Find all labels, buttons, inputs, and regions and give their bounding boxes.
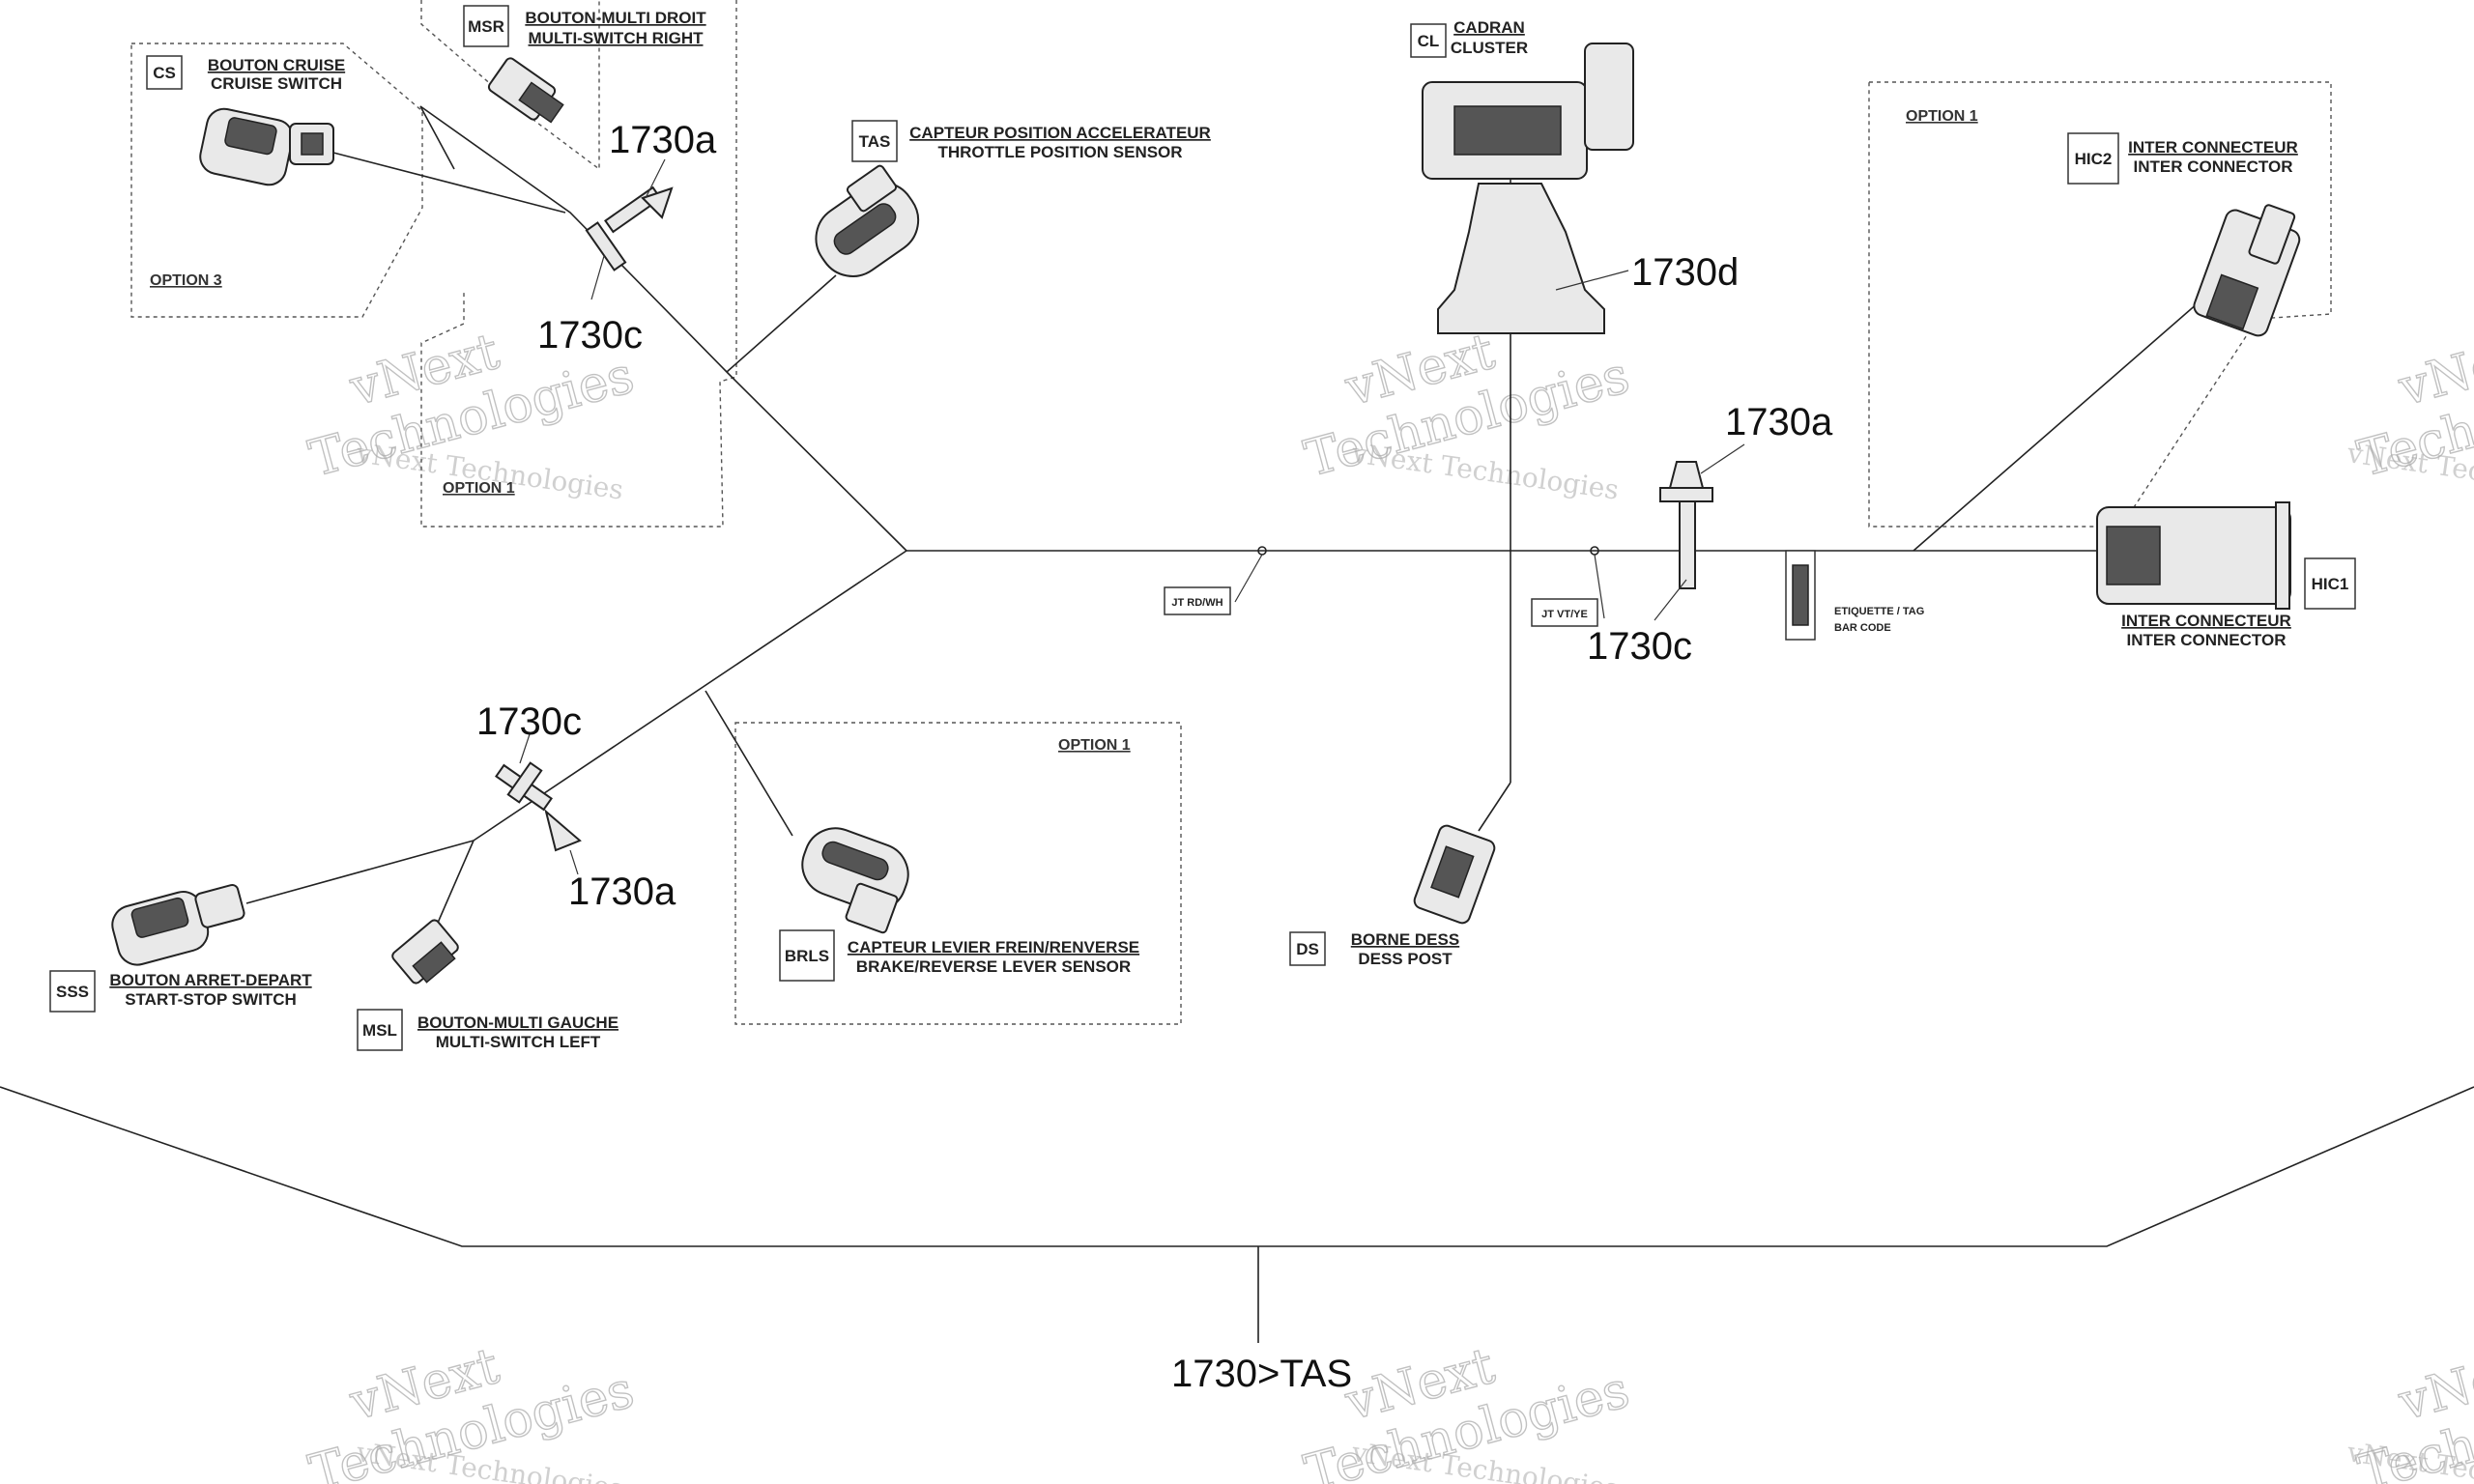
ref-1730a-low: 1730a xyxy=(568,870,676,913)
dess-post-icon xyxy=(1413,824,1496,925)
tas-label: TAS CAPTEUR POSITION ACCELERATEUR THROTT… xyxy=(851,120,1211,162)
reference-leaders xyxy=(519,158,1745,875)
svg-text:JT RD/WH: JT RD/WH xyxy=(1171,597,1223,609)
svg-text:HIC1: HIC1 xyxy=(2312,575,2349,593)
svg-text:INTER CONNECTEUR: INTER CONNECTEUR xyxy=(2121,612,2291,630)
sss-label: SSS BOUTON ARRET-DEPART START-STOP SWITC… xyxy=(49,970,312,1013)
svg-text:INTER CONNECTEUR: INTER CONNECTEUR xyxy=(2128,138,2298,157)
hic1-label: HIC1 INTER CONNECTEUR INTER CONNECTOR xyxy=(2121,557,2356,649)
brls-label: BRLS CAPTEUR LEVIER FREIN/RENVERSE BRAKE… xyxy=(779,929,1139,982)
junction-label-vtye: JT VT/YE xyxy=(1531,598,1598,627)
watermark: vNext Technologies vNext Technologies vN… xyxy=(302,322,2474,1484)
cs-label: CS BOUTON CRUISE CRUISE SWITCH xyxy=(146,55,345,93)
hic1-connector-icon xyxy=(2096,501,2291,610)
brls-sensor-icon xyxy=(801,827,909,934)
ref-1730c-low: 1730c xyxy=(476,700,582,743)
svg-text:CRUISE SWITCH: CRUISE SWITCH xyxy=(211,74,342,93)
svg-text:START-STOP SWITCH: START-STOP SWITCH xyxy=(125,990,297,1009)
cl-label: CL CADRAN CLUSTER xyxy=(1410,18,1528,58)
svg-text:BOUTON CRUISE: BOUTON CRUISE xyxy=(208,56,345,74)
svg-text:CADRAN: CADRAN xyxy=(1453,18,1525,37)
junction-label-rdwh: JT RD/WH xyxy=(1164,586,1231,615)
svg-text:BORNE DESS: BORNE DESS xyxy=(1351,930,1459,949)
svg-text:MSL: MSL xyxy=(362,1021,397,1040)
ref-1730d: 1730d xyxy=(1631,251,1739,294)
harness-wires xyxy=(245,105,2214,953)
harness-bracket xyxy=(0,1086,2474,1343)
start-stop-switch-icon xyxy=(111,884,245,966)
svg-text:BOUTON-MULTI GAUCHE: BOUTON-MULTI GAUCHE xyxy=(417,1013,618,1032)
ref-1730c-top: 1730c xyxy=(537,314,643,357)
svg-text:DS: DS xyxy=(1296,940,1319,958)
msr-label: MSR BOUTON-MULTI DROIT MULTI-SWITCH RIGH… xyxy=(463,5,706,47)
clip-fastener-icon xyxy=(585,186,674,271)
option1-brls-label: OPTION 1 xyxy=(1058,737,1131,754)
clip-fastener-icon xyxy=(1659,461,1713,589)
msl-label: MSL BOUTON-MULTI GAUCHE MULTI-SWITCH LEF… xyxy=(357,1009,618,1051)
svg-text:THROTTLE POSITION SENSOR: THROTTLE POSITION SENSOR xyxy=(937,143,1182,161)
svg-text:INTER CONNECTOR: INTER CONNECTOR xyxy=(2127,631,2287,649)
svg-text:SSS: SSS xyxy=(56,983,89,1001)
svg-text:JT VT/YE: JT VT/YE xyxy=(1541,609,1588,620)
svg-text:INTER CONNECTOR: INTER CONNECTOR xyxy=(2134,157,2293,176)
svg-text:MULTI-SWITCH LEFT: MULTI-SWITCH LEFT xyxy=(436,1033,601,1051)
svg-text:CAPTEUR POSITION ACCELERATEUR: CAPTEUR POSITION ACCELERATEUR xyxy=(909,124,1211,142)
svg-text:MULTI-SWITCH RIGHT: MULTI-SWITCH RIGHT xyxy=(529,29,705,47)
svg-text:CLUSTER: CLUSTER xyxy=(1451,39,1528,57)
barcode-tag-label: ETIQUETTE / TAG BAR CODE xyxy=(1834,606,1924,634)
svg-text:MSR: MSR xyxy=(468,17,504,36)
svg-text:TAS: TAS xyxy=(859,132,891,151)
ref-main-harness: 1730>TAS xyxy=(1171,1353,1352,1395)
hic2-label: HIC2 INTER CONNECTEUR INTER CONNECTOR xyxy=(2067,132,2298,185)
ds-label: DS BORNE DESS DESS POST xyxy=(1289,930,1459,968)
svg-text:CL: CL xyxy=(1418,32,1440,50)
ref-1730a-top: 1730a xyxy=(609,119,717,161)
option3-label: OPTION 3 xyxy=(150,272,222,289)
svg-text:ETIQUETTE / TAG: ETIQUETTE / TAG xyxy=(1834,606,1924,617)
option1-brls-boundary xyxy=(734,722,1182,1025)
svg-text:CAPTEUR LEVIER FREIN/RENVERSE: CAPTEUR LEVIER FREIN/RENVERSE xyxy=(848,938,1139,956)
svg-text:BAR CODE: BAR CODE xyxy=(1834,622,1891,634)
ref-1730a-mid: 1730a xyxy=(1725,401,1833,443)
tas-sensor-icon xyxy=(815,164,920,277)
svg-text:BRAKE/REVERSE LEVER SENSOR: BRAKE/REVERSE LEVER SENSOR xyxy=(856,957,1131,976)
msr-connector-icon xyxy=(487,57,564,124)
option1-hic2-label: OPTION 1 xyxy=(1906,108,1978,125)
svg-text:HIC2: HIC2 xyxy=(2075,150,2113,168)
svg-text:CS: CS xyxy=(153,64,176,82)
svg-text:BOUTON-MULTI DROIT: BOUTON-MULTI DROIT xyxy=(525,9,706,27)
svg-text:BOUTON ARRET-DEPART: BOUTON ARRET-DEPART xyxy=(109,971,312,989)
svg-text:vNext Technologies: vNext Technologies xyxy=(1349,437,1621,506)
clip-fastener-icon xyxy=(495,761,582,852)
cruise-switch-icon xyxy=(199,107,334,186)
ref-1730c-mid: 1730c xyxy=(1587,625,1692,668)
svg-text:BRLS: BRLS xyxy=(785,947,829,965)
msl-connector-icon xyxy=(391,919,459,985)
barcode-tag-icon xyxy=(1785,550,1816,641)
svg-text:DESS POST: DESS POST xyxy=(1358,950,1453,968)
cluster-connector-icon xyxy=(1422,43,1634,334)
option1-msr-label: OPTION 1 xyxy=(443,480,515,497)
option3-boundary xyxy=(130,43,423,318)
hic2-connector-icon xyxy=(2193,204,2301,337)
